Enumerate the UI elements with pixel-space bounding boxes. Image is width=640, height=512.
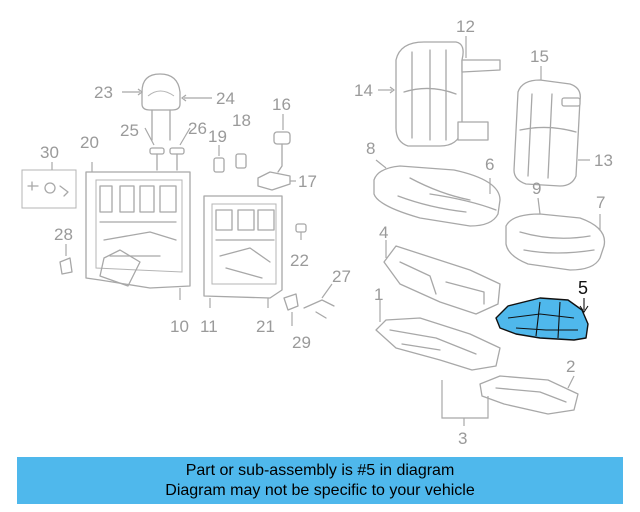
cushion-frame-4[interactable] <box>383 240 501 315</box>
callout-5: 5 <box>578 278 588 298</box>
callout-10: 10 <box>170 317 189 336</box>
callout-15: 15 <box>530 47 549 66</box>
callout-7: 7 <box>596 193 605 212</box>
clip-22[interactable] <box>295 223 307 240</box>
seat-back-frame-right[interactable] <box>203 195 283 308</box>
bracket-group-3 <box>441 380 489 426</box>
bracket-17[interactable] <box>257 171 296 191</box>
callout-29: 29 <box>292 333 311 352</box>
bracket-29[interactable] <box>283 293 299 326</box>
callout-6: 6 <box>485 155 494 174</box>
callout-8: 8 <box>366 139 375 158</box>
callout-26: 26 <box>188 119 207 138</box>
callout-16: 16 <box>272 95 291 114</box>
callout-25: 25 <box>120 121 139 140</box>
seat-back-cover-15[interactable] <box>513 66 590 187</box>
headrest[interactable] <box>141 73 181 141</box>
leaders-23-24 <box>122 88 212 102</box>
callout-2: 2 <box>566 357 575 376</box>
screw-set-30[interactable] <box>21 162 77 209</box>
info-banner: Part or sub-assembly is #5 in diagram Di… <box>17 457 623 504</box>
callout-19: 19 <box>208 127 227 146</box>
callout-12: 12 <box>456 17 475 36</box>
callout-1: 1 <box>374 285 383 304</box>
clip-19[interactable] <box>213 145 225 173</box>
parts-diagram: 1 2 3 4 5 6 7 8 9 10 11 12 13 14 15 16 1… <box>21 17 613 448</box>
banner-line-2: Diagram may not be specific to your vehi… <box>165 482 475 499</box>
seat-pan-1[interactable] <box>375 300 501 371</box>
callout-4: 4 <box>379 223 388 242</box>
bracket-27[interactable] <box>303 283 335 319</box>
callout-28: 28 <box>54 225 73 244</box>
callout-17: 17 <box>298 172 317 191</box>
callout-21: 21 <box>256 317 275 336</box>
cushion-pad-9[interactable] <box>505 197 606 271</box>
callout-23: 23 <box>94 83 113 102</box>
highlighted-part-5[interactable] <box>495 297 589 341</box>
cushion-cover-6[interactable] <box>429 178 497 211</box>
seat-back-frame-left[interactable] <box>85 162 191 300</box>
callout-3: 3 <box>458 429 467 448</box>
callout-30: 30 <box>40 143 59 162</box>
callout-22: 22 <box>290 251 309 270</box>
seat-back-cover-14[interactable] <box>378 36 501 147</box>
callout-14: 14 <box>354 81 373 100</box>
clip-18[interactable] <box>235 153 247 169</box>
callout-13: 13 <box>594 151 613 170</box>
callout-11: 11 <box>200 317 218 336</box>
guide-pin-26[interactable] <box>169 147 185 171</box>
callout-24: 24 <box>216 89 235 108</box>
guide-pin-25[interactable] <box>149 147 165 171</box>
latch-16[interactable] <box>273 114 291 173</box>
cushion-pad-8[interactable] <box>373 159 501 227</box>
clip-28[interactable] <box>59 244 73 275</box>
callout-18: 18 <box>232 111 251 130</box>
callout-20: 20 <box>80 133 99 152</box>
banner-line-1: Part or sub-assembly is #5 in diagram <box>185 462 455 479</box>
callout-9: 9 <box>532 179 541 198</box>
seat-pan-2[interactable] <box>479 375 579 415</box>
callout-27: 27 <box>332 267 351 286</box>
